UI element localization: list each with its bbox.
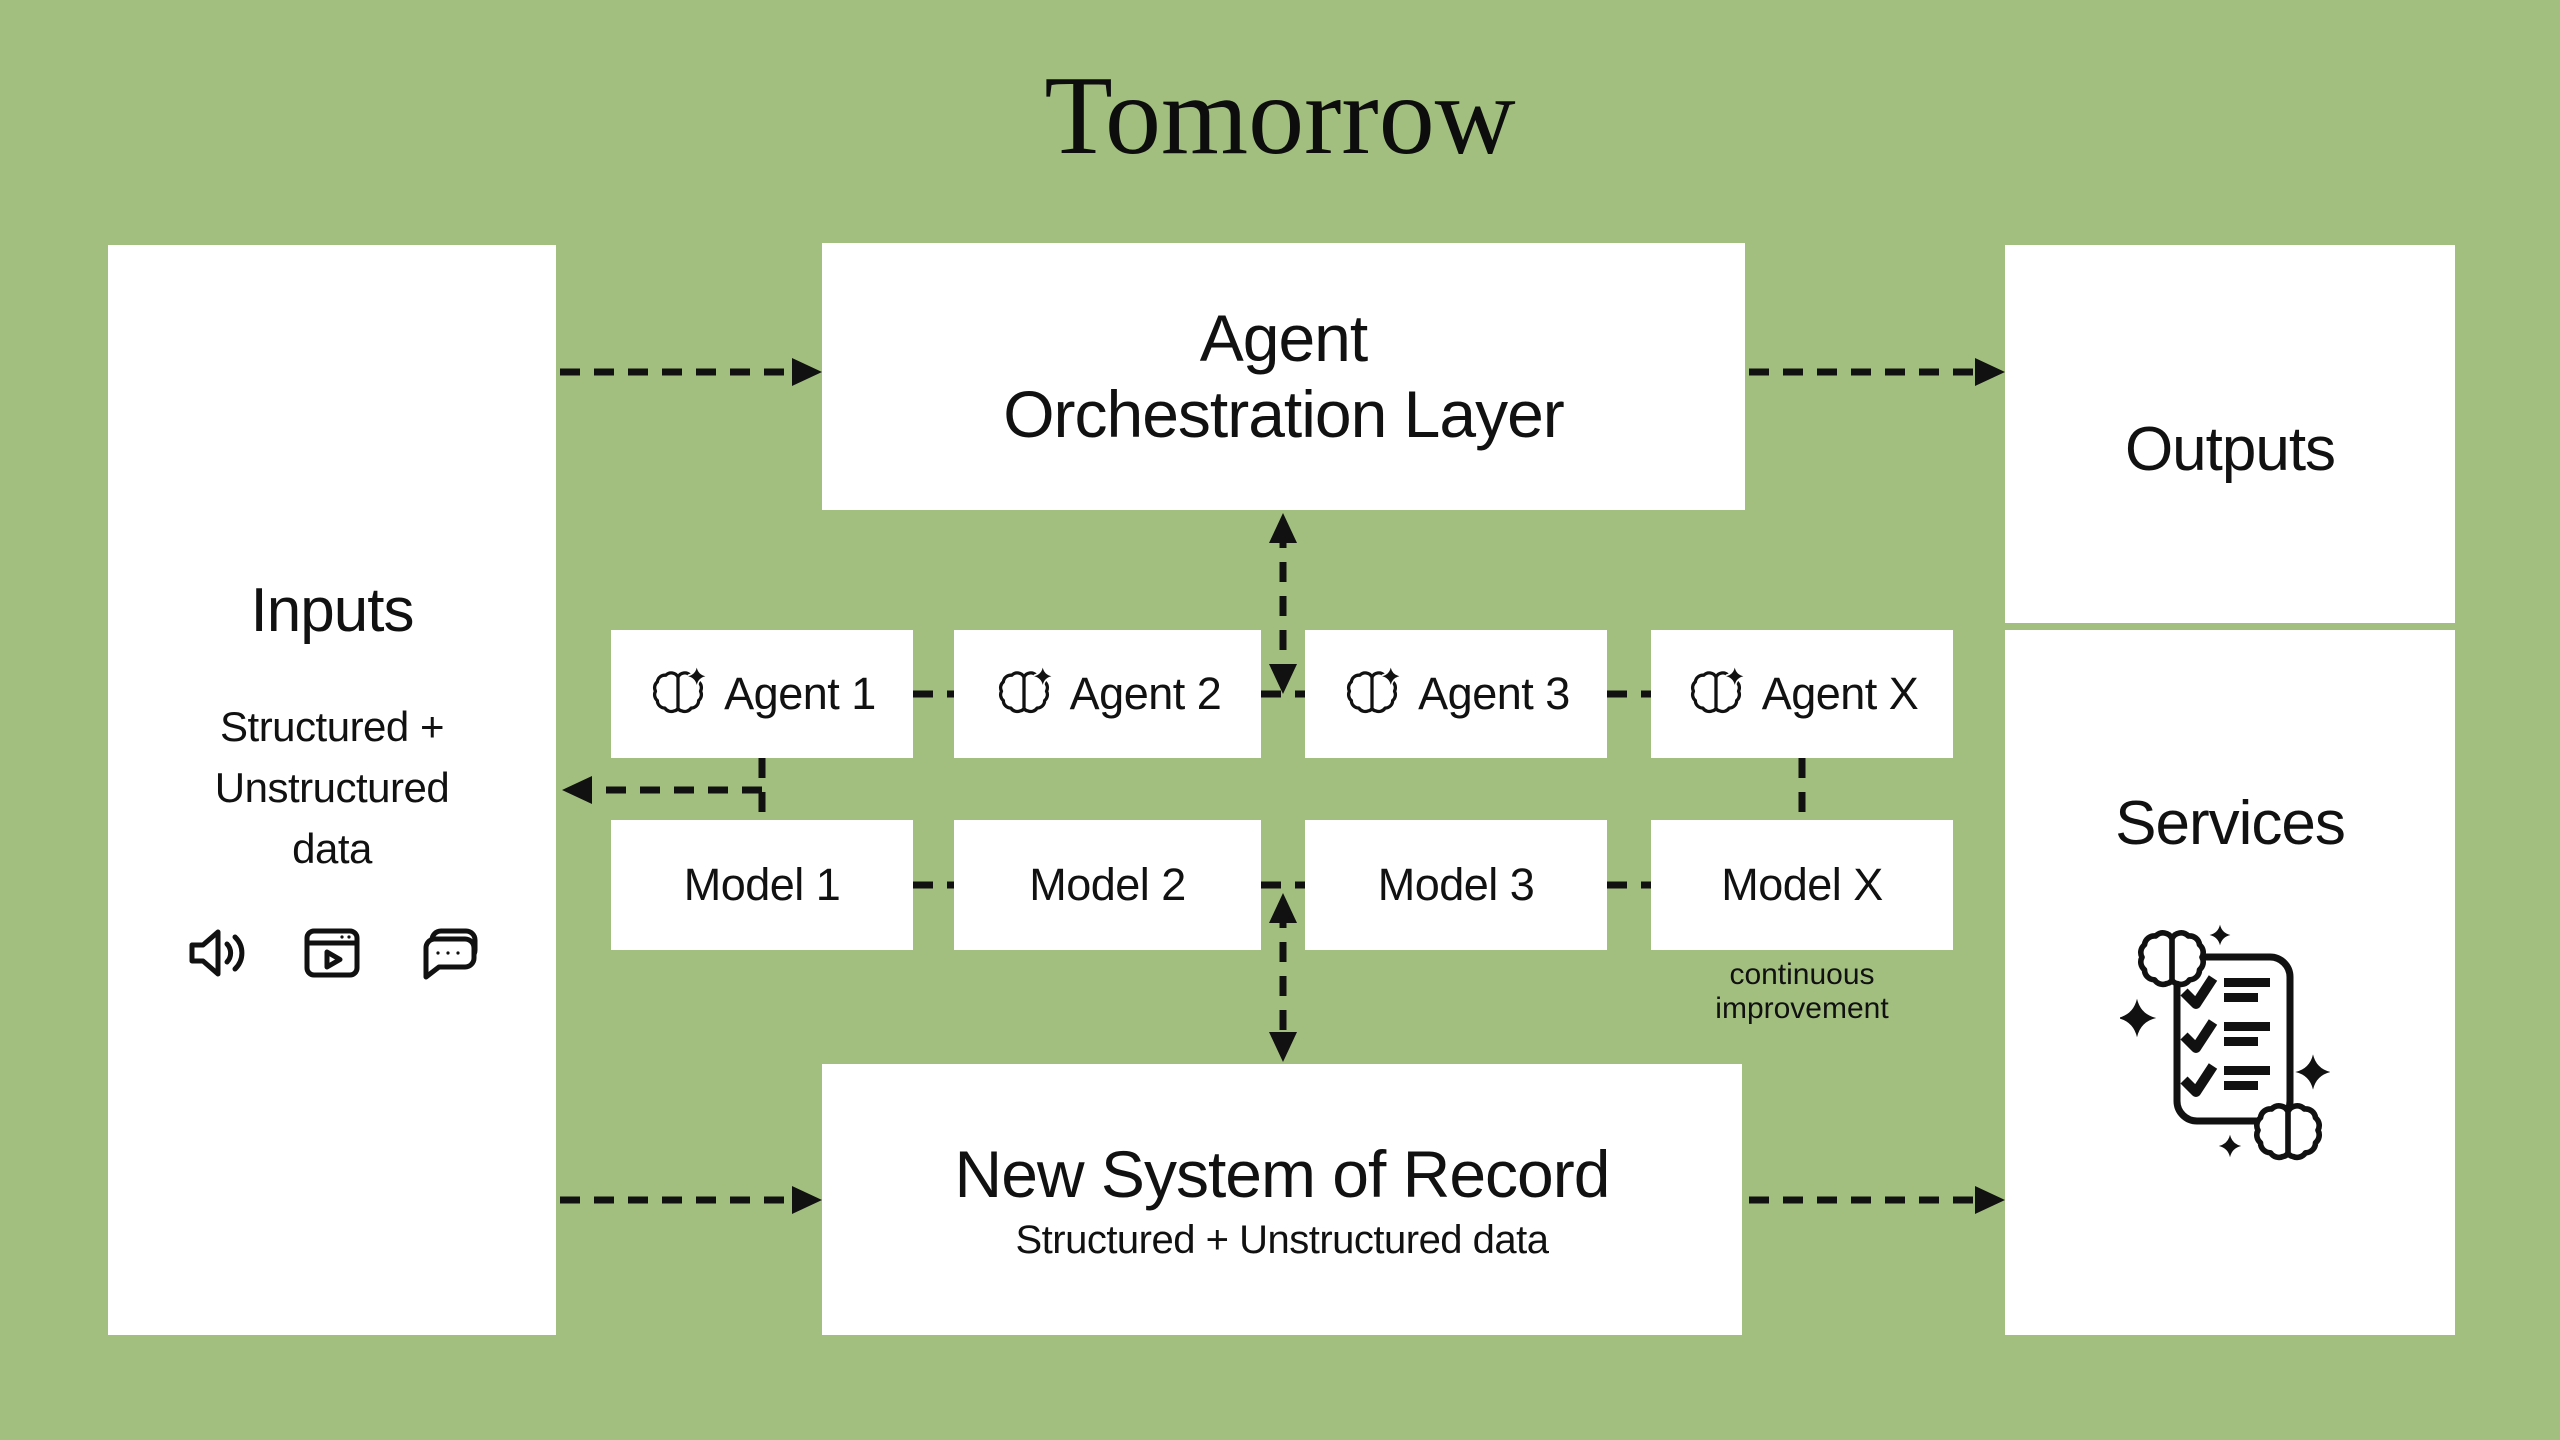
brain-sparkle-icon — [998, 665, 1053, 714]
agent-1-box: Agent 1 — [611, 630, 913, 758]
inputs-title: Inputs — [250, 576, 415, 645]
model-x-box: Model X — [1651, 820, 1953, 950]
system-of-record-title: New System of Record — [954, 1137, 1611, 1211]
system-of-record-subtitle: Structured + Unstructured data — [1015, 1218, 1549, 1262]
agent-label: Agent X — [1761, 668, 1919, 719]
model-label: Model 3 — [1377, 859, 1535, 910]
agent-label: Agent 1 — [724, 668, 876, 719]
brain-icon — [2257, 1106, 2319, 1157]
inputs-icon-row — [108, 917, 556, 989]
brain-sparkle-icon — [1347, 665, 1402, 714]
arrowhead-right — [792, 358, 822, 386]
sparkle-icon — [2295, 1054, 2330, 1089]
arrowhead-right — [792, 1186, 822, 1214]
orchestration-panel: Agent Orchestration Layer — [822, 243, 1745, 510]
arrowhead-right — [1975, 1186, 2005, 1214]
agent-x-box: Agent X — [1651, 630, 1953, 758]
agent-2-box: Agent 2 — [954, 630, 1261, 758]
outputs-panel: Outputs — [2005, 245, 2455, 623]
arrowhead-down — [1269, 664, 1297, 694]
model-1-box: Model 1 — [611, 820, 913, 950]
orchestration-title: Agent Orchestration Layer — [1003, 301, 1565, 451]
system-of-record-panel: New System of Record Structured + Unstru… — [822, 1064, 1742, 1335]
outputs-title: Outputs — [2124, 414, 2336, 484]
sparkle-icon — [2120, 999, 2156, 1037]
model-3-box: Model 3 — [1305, 820, 1607, 950]
arrowhead-right — [1975, 358, 2005, 386]
arrowhead-up — [1269, 893, 1297, 923]
video-player-icon — [304, 928, 360, 978]
brain-icon — [2141, 933, 2203, 984]
volume-icon — [189, 929, 245, 977]
sparkle-icon — [2207, 922, 2233, 948]
services-title: Services — [2115, 789, 2346, 858]
diagram-title: Tomorrow — [1044, 54, 1516, 178]
model-label: Model 2 — [1029, 859, 1186, 910]
inputs-subtitle: Structured + Unstructured data — [214, 703, 450, 872]
inputs-panel: Inputs Structured + Unstructured data — [108, 245, 556, 1335]
arrowhead-left — [562, 776, 592, 804]
agent-label: Agent 2 — [1069, 668, 1222, 719]
agent-label: Agent 3 — [1418, 668, 1570, 719]
arrowhead-down — [1269, 1032, 1297, 1062]
continuous-improvement-note: continuous improvement — [1715, 958, 1889, 1025]
brain-sparkle-icon — [1690, 665, 1745, 714]
model-label: Model X — [1721, 859, 1883, 910]
services-panel: Services — [2005, 630, 2455, 1335]
chat-bubbles-icon — [423, 928, 478, 980]
model-2-box: Model 2 — [954, 820, 1261, 950]
model-label: Model 1 — [683, 859, 841, 910]
agent-3-box: Agent 3 — [1305, 630, 1607, 758]
ai-checklist-icon — [2120, 922, 2330, 1167]
sparkle-icon — [2219, 1135, 2241, 1157]
brain-sparkle-icon — [653, 665, 708, 714]
arrowhead-up — [1269, 513, 1297, 543]
